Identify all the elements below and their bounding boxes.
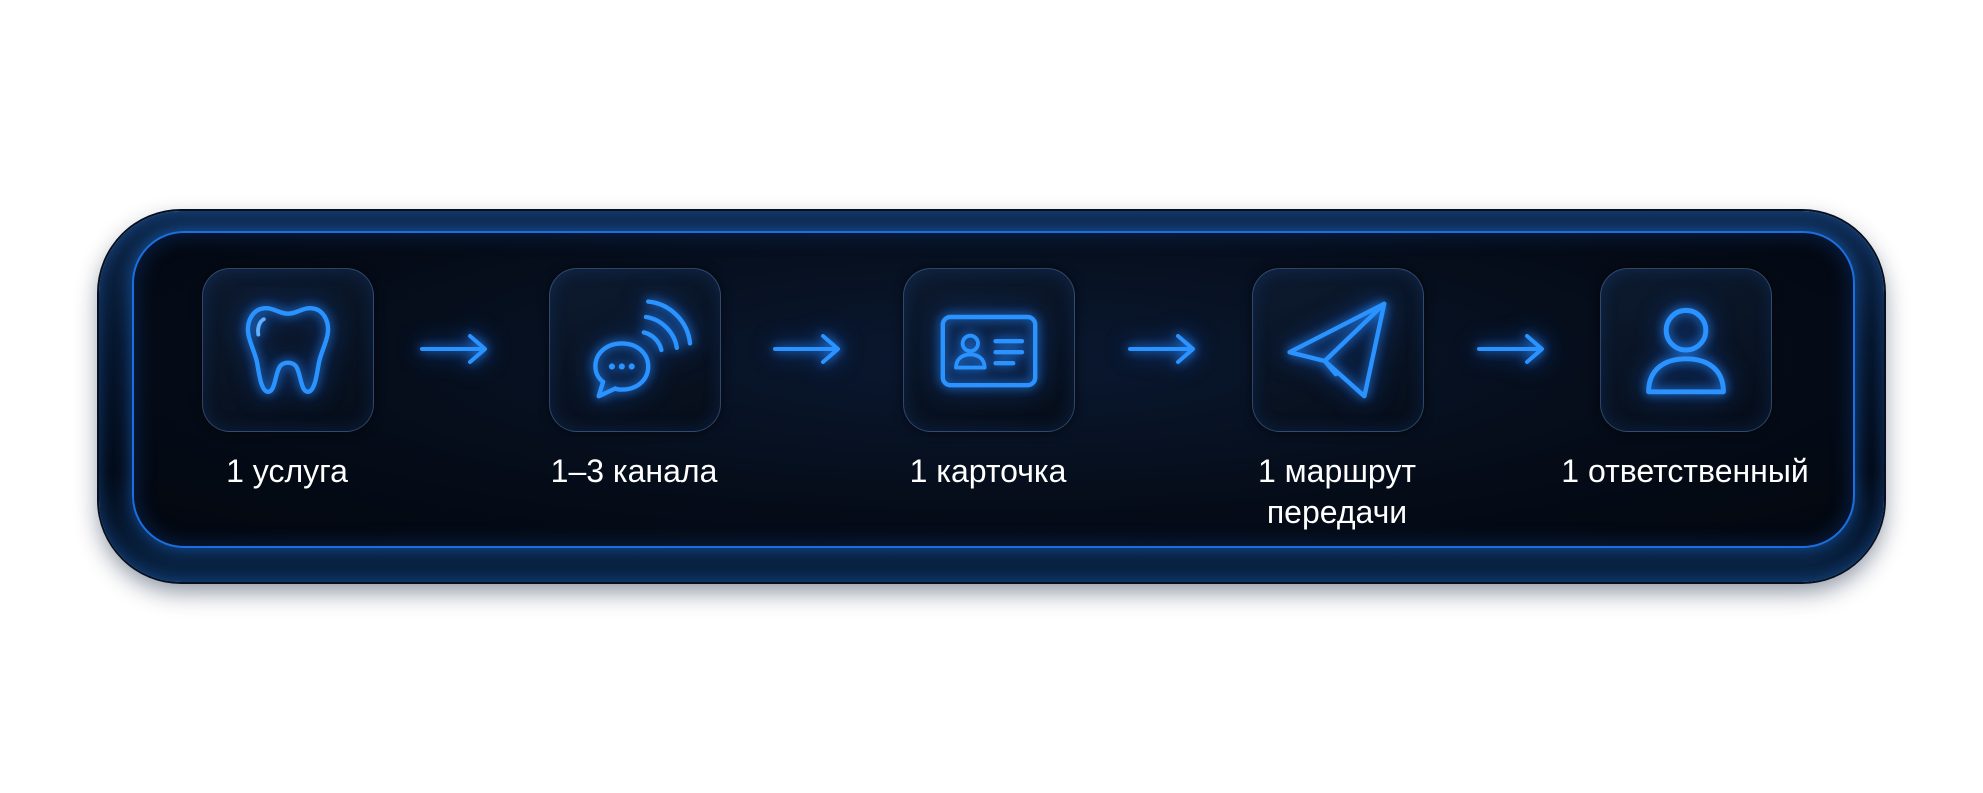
step-1-label: 1 услуга	[226, 453, 348, 489]
user-icon	[1646, 307, 1726, 395]
step-4-tile	[1252, 268, 1424, 432]
arrow-right-icon	[1128, 334, 1195, 364]
arrow-right-icon	[1477, 334, 1544, 364]
step-1-tile	[202, 268, 374, 432]
step-5-label: 1 ответственный	[1561, 453, 1809, 489]
step-4-label: 1 маршрут передачи	[1177, 451, 1497, 533]
id-card-icon	[940, 314, 1038, 388]
step-2-label: 1–3 канала	[550, 453, 718, 489]
chat-signal-icon	[593, 299, 693, 399]
tooth-icon	[245, 306, 331, 394]
step-4-label-line-2: передачи	[1266, 494, 1408, 530]
step-5-tile	[1600, 268, 1772, 432]
arrow-right-icon	[420, 334, 487, 364]
step-2-tile	[549, 268, 721, 432]
step-4-label-line-1: 1 маршрут	[1257, 453, 1417, 489]
step-3-label: 1 карточка	[909, 453, 1067, 489]
step-3-tile	[903, 268, 1075, 432]
paper-plane-icon	[1287, 301, 1387, 399]
arrow-right-icon	[773, 334, 840, 364]
